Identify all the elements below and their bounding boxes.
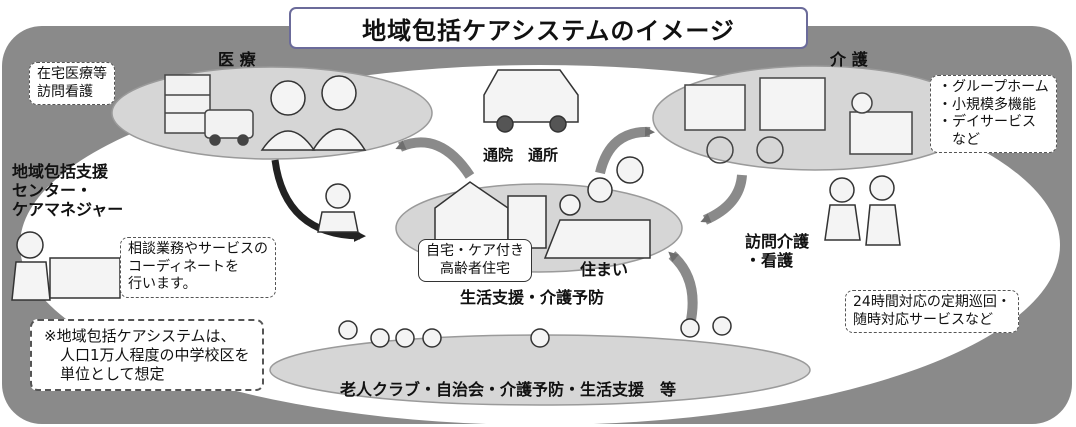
scope-note-line: 人口1万人程度の中学校区を [60, 345, 250, 364]
visit-care-label: 訪問介護 ・看護 [745, 232, 809, 270]
visit-care-line: ・看護 [745, 251, 794, 271]
housing-type-line: 高齢者住宅 [440, 260, 510, 277]
center-staff-illustration [11, 231, 121, 301]
care-service-item: など [938, 131, 980, 148]
center-name-line: 地域包括支援 [12, 162, 109, 181]
medical-services-note: 在宅医療等 訪問看護 [29, 62, 115, 105]
scope-note: ※地域包括ケアシステムは、 人口1万人程度の中学校区を 単位として想定 [30, 319, 264, 392]
visit-services-note: 24時間対応の定期巡回・ 随時対応サービスなど [845, 290, 1019, 333]
medical-service-item: 訪問看護 [37, 83, 93, 100]
housing-type-line: 自宅・ケア付き [426, 243, 524, 259]
visit-service-line: 24時間対応の定期巡回・ [853, 294, 1011, 310]
visit-service-line: 随時対応サービスなど [853, 311, 993, 328]
center-name: 地域包括支援 センター・ ケアマネジャー [12, 162, 123, 220]
arrow-visit-care [700, 174, 747, 225]
arrow-center-to-home [271, 159, 366, 242]
scope-note-line: 単位として想定 [60, 364, 165, 383]
page-title: 地域包括ケアシステムのイメージ [289, 7, 808, 49]
medical-heading: 医 療 [218, 50, 256, 69]
home-label: 住まい [580, 260, 629, 279]
doctor-illustration [260, 75, 367, 151]
center-role-line: 行います。 [128, 276, 197, 292]
care-service-item: ・デイサービス [938, 114, 1036, 130]
care-services-note: ・グループホーム ・小規模多機能 ・デイサービス など [930, 75, 1057, 153]
center-role-line: 相談業務やサービスの [128, 241, 268, 257]
center-name-line: センター・ [12, 181, 93, 201]
commute-label: 通院 通所 [483, 146, 559, 164]
care-heading: 介 護 [830, 50, 868, 69]
community-label: 老人クラブ・自治会・介護予防・生活支援 等 [340, 380, 677, 399]
medical-service-item: 在宅医療等 [37, 66, 107, 82]
hospital-illustration [164, 74, 254, 146]
center-role-line: コーディネートを [128, 258, 240, 275]
consultant-illustration [317, 183, 359, 233]
care-service-item: ・グループホーム [938, 79, 1049, 95]
care-facility-illustration [684, 77, 913, 164]
life-support-label: 生活支援・介護予防 [460, 288, 605, 307]
care-worker-illustration [824, 175, 901, 246]
center-role-note: 相談業務やサービスの コーディネートを 行います。 [120, 237, 276, 298]
arrow-to-medical [395, 137, 475, 179]
community-people-illustration [338, 316, 732, 348]
arrow-to-care [595, 126, 655, 175]
arrow-community-to-home [668, 251, 698, 327]
scope-note-line: ※地域包括ケアシステムは、 [44, 327, 236, 345]
visit-care-line: 訪問介護 [745, 232, 810, 251]
vehicle-illustration [483, 69, 579, 133]
housing-types-note: 自宅・ケア付き 高齢者住宅 [418, 239, 532, 282]
center-name-line: ケアマネジャー [12, 200, 124, 220]
care-service-item: ・小規模多機能 [938, 96, 1036, 113]
